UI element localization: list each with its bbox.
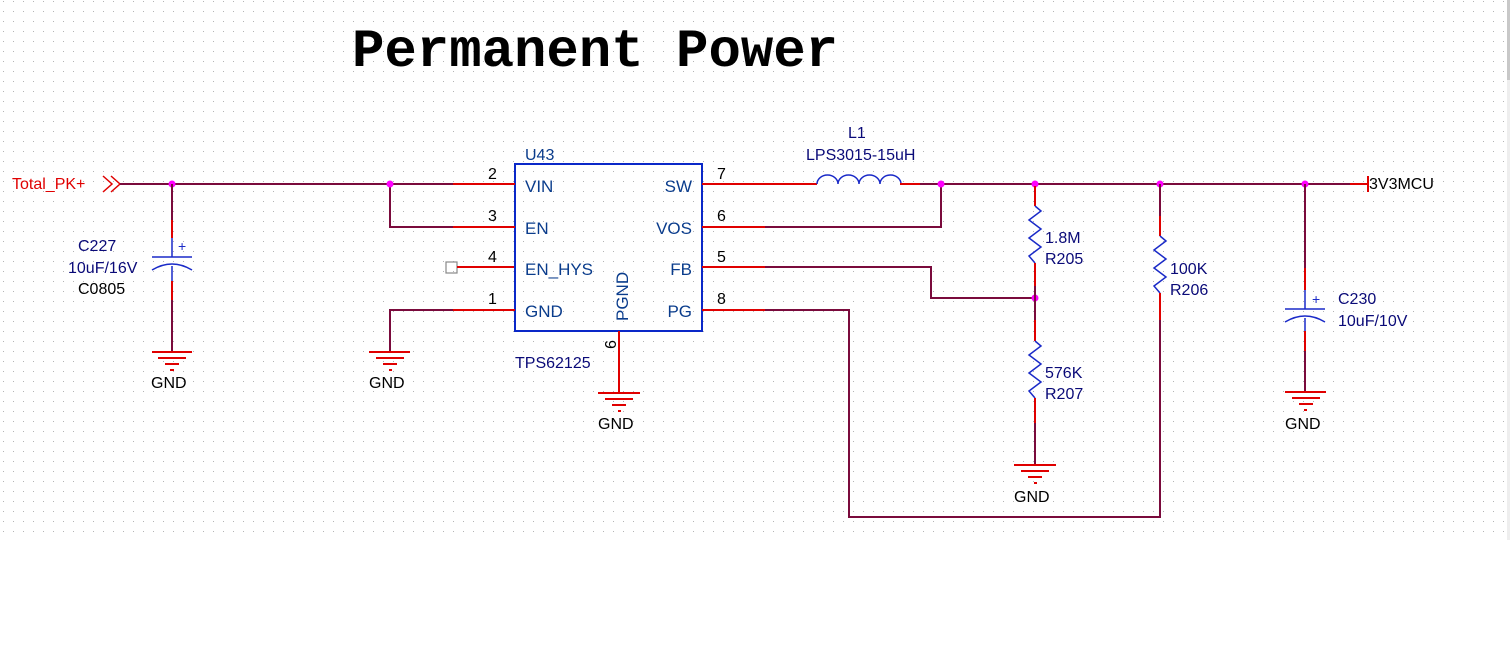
- grid-background: [0, 0, 1507, 540]
- net-vos[interactable]: [765, 184, 942, 228]
- net-gnd-pin1[interactable]: [389, 309, 453, 352]
- capacitor-c230[interactable]: + C230 10uF/10V: [1284, 184, 1408, 392]
- pin-name-pg: PG: [667, 302, 692, 321]
- ground-symbol-pgnd: GND: [598, 392, 640, 433]
- pin-number: 3: [488, 208, 497, 225]
- ground-symbol-r207: GND: [1014, 464, 1056, 506]
- ic-body: [514, 163, 703, 332]
- c227-footprint: C0805: [78, 281, 125, 298]
- sheet-title: Permanent Power: [352, 22, 838, 83]
- pin-number: 5: [717, 249, 726, 266]
- pin-name-en-hys: EN_HYS: [525, 260, 593, 279]
- r205-refdes: R205: [1045, 251, 1083, 268]
- output-port-label[interactable]: 3V3MCU: [1369, 176, 1434, 193]
- net-pg[interactable]: [765, 309, 1161, 518]
- resistor-r205[interactable]: 1.8M R205: [1027, 186, 1083, 298]
- resistor-r207[interactable]: 576K R207: [1027, 298, 1083, 465]
- ic-u43[interactable]: U43 TPS62125 2 VIN 3 EN 4 EN_HYS 1 GND 7…: [453, 147, 765, 393]
- scrollbar-thumb[interactable]: [1507, 0, 1510, 80]
- pin-number: 4: [488, 249, 497, 266]
- pin-name-pgnd: PGND: [613, 272, 632, 321]
- pin-number: 7: [717, 166, 726, 183]
- ic-refdes: U43: [525, 147, 554, 164]
- output-port-marker: [1350, 176, 1369, 192]
- inductor-l1[interactable]: L1 LPS3015-15uH: [765, 125, 920, 185]
- l1-value: LPS3015-15uH: [806, 147, 915, 164]
- r206-refdes: R206: [1170, 282, 1208, 299]
- pin-name-fb: FB: [670, 260, 692, 279]
- vertical-scrollbar[interactable]: [1507, 0, 1510, 540]
- c227-value: 10uF/16V: [68, 260, 138, 277]
- net-en[interactable]: [389, 184, 453, 228]
- c230-value: 10uF/10V: [1338, 313, 1408, 330]
- r205-value: 1.8M: [1045, 230, 1081, 247]
- ground-icon-label: GND: [598, 416, 634, 433]
- pin-number: 2: [488, 166, 497, 183]
- pin-name-vos: VOS: [656, 219, 692, 238]
- pin-name-sw: SW: [665, 177, 692, 196]
- ground-icon-label: GND: [151, 375, 187, 392]
- resistor-r206[interactable]: 100K R206: [1152, 184, 1208, 320]
- ground-icon-label: GND: [369, 375, 405, 392]
- ground-symbol-c227: GND: [151, 351, 192, 392]
- ground-symbol-u43-pin1: GND: [369, 351, 410, 392]
- ground-icon-label: GND: [1014, 489, 1050, 506]
- r206-value: 100K: [1170, 261, 1208, 278]
- junction: [1031, 180, 1039, 188]
- input-port-label: Total_PK+: [12, 176, 85, 193]
- l1-refdes: L1: [848, 125, 866, 142]
- ground-symbol-c230: GND: [1285, 391, 1326, 433]
- pin-name-vin: VIN: [525, 177, 553, 196]
- junction: [937, 180, 945, 188]
- pin-number: 6: [717, 208, 726, 225]
- r207-refdes: R207: [1045, 386, 1083, 403]
- pin-number: 8: [717, 291, 726, 308]
- r207-value: 576K: [1045, 365, 1083, 382]
- pin-name-gnd: GND: [525, 302, 563, 321]
- junction: [386, 180, 394, 188]
- ic-part-number: TPS62125: [515, 355, 591, 372]
- net-fb[interactable]: [765, 266, 1035, 299]
- pin-number: 9: [601, 340, 618, 349]
- ground-icon-label: GND: [1285, 416, 1321, 433]
- capacitor-c227[interactable]: + C227 10uF/16V C0805: [68, 184, 193, 352]
- c230-refdes: C230: [1338, 291, 1376, 308]
- polarity-plus: +: [178, 238, 186, 254]
- pin-number: 1: [488, 291, 497, 308]
- pin-name-en: EN: [525, 219, 549, 238]
- polarity-plus: +: [1312, 291, 1320, 307]
- c227-refdes: C227: [78, 238, 116, 255]
